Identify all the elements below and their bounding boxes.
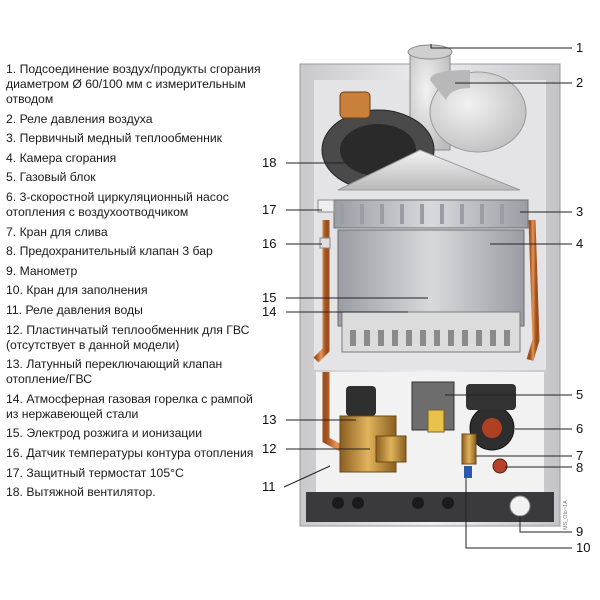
burner-ramp: [350, 330, 356, 346]
burner-ramp: [420, 330, 426, 346]
copper-pipe-left: [313, 220, 330, 363]
legend-item-7: 7. Кран для слива: [6, 224, 108, 239]
exchanger-fin: [480, 204, 484, 224]
temperature-sensor: [319, 237, 331, 249]
gas-valve-coil: [427, 409, 445, 433]
leader-1: [430, 44, 572, 49]
legend-item-5: 5. Газовый блок: [6, 170, 96, 185]
legend-item-6: 6. 3-скоростной циркуляционный насос ото…: [6, 189, 229, 219]
pump-cap: [482, 418, 502, 438]
callout-2: 2: [576, 75, 583, 90]
burner-ramp: [364, 330, 370, 346]
flue-hood: [337, 149, 521, 191]
callout-4: 4: [576, 236, 583, 251]
bottom-connector: [352, 497, 364, 509]
callout-5: 5: [576, 387, 583, 402]
legend-item-14: 14. Атмосферная газовая горелка с рампой…: [6, 391, 253, 421]
water-pressure-switch: [375, 435, 407, 463]
callout-14: 14: [262, 304, 276, 319]
callout-6: 6: [576, 421, 583, 436]
exchanger-fin: [440, 204, 444, 224]
air-pressure-switch: [430, 70, 470, 100]
exchanger-fin: [500, 204, 504, 224]
legend-item-17: 17. Защитный термостат 105°C: [6, 465, 184, 480]
primary-heat-exchanger: [333, 199, 529, 229]
exchanger-fin: [340, 204, 344, 224]
legend-item-2: 2. Реле давления воздуха: [6, 111, 153, 126]
legend-item-11: 11. Реле давления воды: [6, 302, 143, 317]
exchanger-fin: [420, 204, 424, 224]
burner-ramp: [448, 330, 454, 346]
callout-16: 16: [262, 236, 276, 251]
callout-18: 18: [262, 155, 276, 170]
watermark: MS_Olo~1A: [563, 500, 569, 530]
callout-8: 8: [576, 460, 583, 475]
callout-11: 11: [262, 479, 276, 494]
legend-item-13: 13. Латунный переключающий клапан отопле…: [6, 357, 223, 387]
legend-item-15: 15. Электрод розжига и ионизации: [6, 426, 203, 441]
callout-1: 1: [576, 40, 583, 55]
fill-tap: [464, 466, 472, 478]
legend-item-12: 12. Пластинчатый теплообменник для ГВС (…: [6, 322, 250, 352]
combustion-chamber: [337, 229, 525, 327]
burner-ramp: [476, 330, 482, 346]
legend-list: 1. Подсоединение воздух/продукты сгорани…: [6, 62, 298, 505]
manometer: [509, 495, 531, 517]
bottom-connector: [442, 497, 454, 509]
air-chamber: [429, 71, 527, 153]
burner-ramp: [434, 330, 440, 346]
burner-ramp: [378, 330, 384, 346]
callout-7: 7: [576, 448, 583, 463]
pump-motor: [466, 384, 516, 410]
legend-item-8: 8. Предохранительный клапан 3 бар: [6, 244, 213, 259]
exchanger-fin: [380, 204, 384, 224]
legend-item-9: 9. Манометр: [6, 263, 78, 278]
legend-item-16: 16. Датчик температуры контура отопления: [6, 445, 254, 460]
legend-item-10: 10. Кран для заполнения: [6, 283, 148, 298]
fan-motor: [339, 91, 371, 119]
callout-9: 9: [576, 524, 583, 539]
callout-17: 17: [262, 202, 276, 217]
burner-ramp: [392, 330, 398, 346]
callout-13: 13: [262, 412, 276, 427]
legend-item-4: 4. Камера сгорания: [6, 150, 117, 165]
flue-connection: [407, 44, 453, 60]
leader-9: [519, 516, 572, 533]
bottom-connector: [332, 497, 344, 509]
callout-15: 15: [262, 290, 276, 305]
diverter-actuator: [346, 386, 376, 416]
callout-10: 10: [576, 540, 590, 555]
leader-10: [465, 478, 572, 549]
exchanger-fin: [400, 204, 404, 224]
legend-item-18: 18. Вытяжной вентилятор.: [6, 485, 156, 500]
safety-thermostat: [317, 199, 335, 213]
burner-ramp: [504, 330, 510, 346]
bottom-connector: [412, 497, 424, 509]
burner-ramp: [490, 330, 496, 346]
leader-11: [283, 465, 331, 488]
exchanger-fin: [360, 204, 364, 224]
drain-tap: [461, 433, 477, 465]
exchanger-fin: [460, 204, 464, 224]
safety-valve: [492, 458, 508, 474]
callout-12: 12: [262, 441, 276, 456]
burner-ramp: [462, 330, 468, 346]
copper-pipe-right: [526, 219, 540, 362]
burner-ramp: [406, 330, 412, 346]
legend-item-1: 1. Подсоединение воздух/продукты сгорани…: [6, 62, 261, 106]
legend-item-3: 3. Первичный медный теплообменник: [6, 131, 222, 146]
callout-3: 3: [576, 204, 583, 219]
